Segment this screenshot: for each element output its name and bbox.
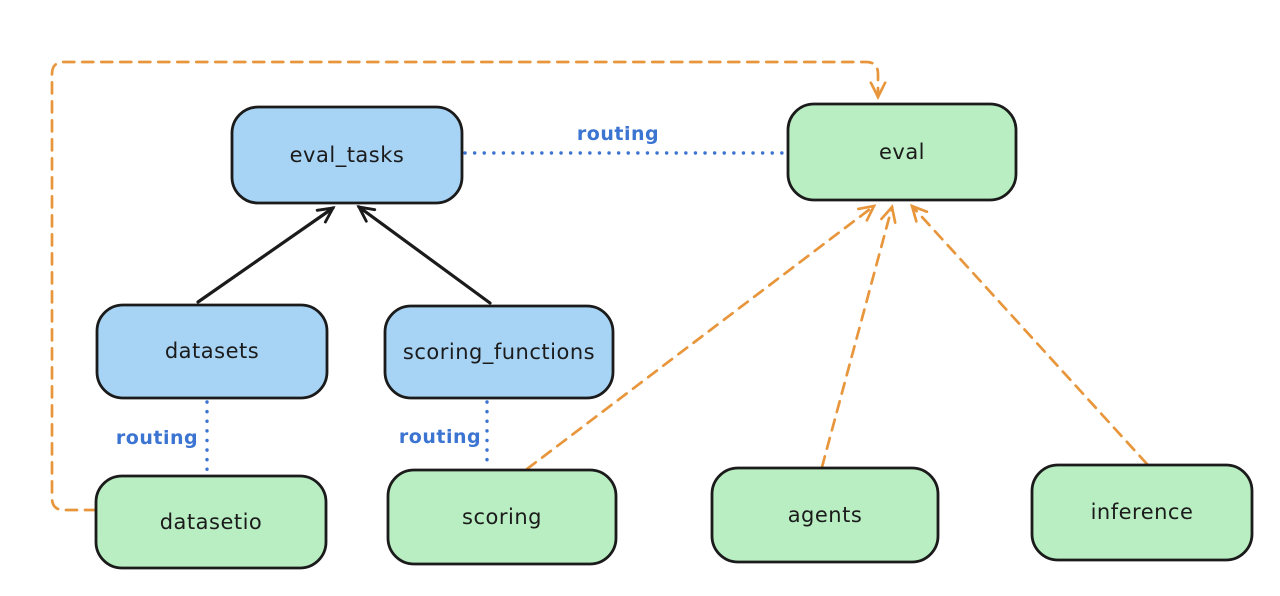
edge-scoring-functions-to-eval-tasks <box>356 205 492 305</box>
edge-datasetio-to-eval <box>50 60 887 512</box>
node-eval: eval <box>786 102 1018 202</box>
node-eval-tasks: eval_tasks <box>230 105 464 205</box>
node-inference: inference <box>1030 463 1254 562</box>
routing-label-datasets-datasetio: routing <box>116 427 198 449</box>
routing-label-scoring-functions-scoring: routing <box>399 426 481 448</box>
node-datasets-label: datasets <box>165 339 259 363</box>
node-eval-tasks-label: eval_tasks <box>290 143 405 168</box>
node-scoring-functions: scoring_functions <box>383 304 615 400</box>
edge-agents-to-eval <box>820 204 897 469</box>
node-datasets: datasets <box>95 303 329 400</box>
node-agents: agents <box>710 466 940 564</box>
node-datasetio: datasetio <box>94 474 328 570</box>
node-scoring: scoring <box>386 468 618 566</box>
node-scoring-label: scoring <box>462 505 542 529</box>
edge-inference-to-eval <box>910 203 1149 466</box>
node-inference-label: inference <box>1091 500 1194 524</box>
node-datasetio-label: datasetio <box>160 510 263 534</box>
node-scoring-functions-label: scoring_functions <box>403 340 595 365</box>
node-agents-label: agents <box>788 503 863 527</box>
routing-label-eval-tasks-eval: routing <box>577 123 659 145</box>
edge-scoring-to-eval <box>525 204 877 471</box>
node-eval-label: eval <box>879 140 925 164</box>
edge-datasets-to-eval-tasks <box>196 206 336 304</box>
